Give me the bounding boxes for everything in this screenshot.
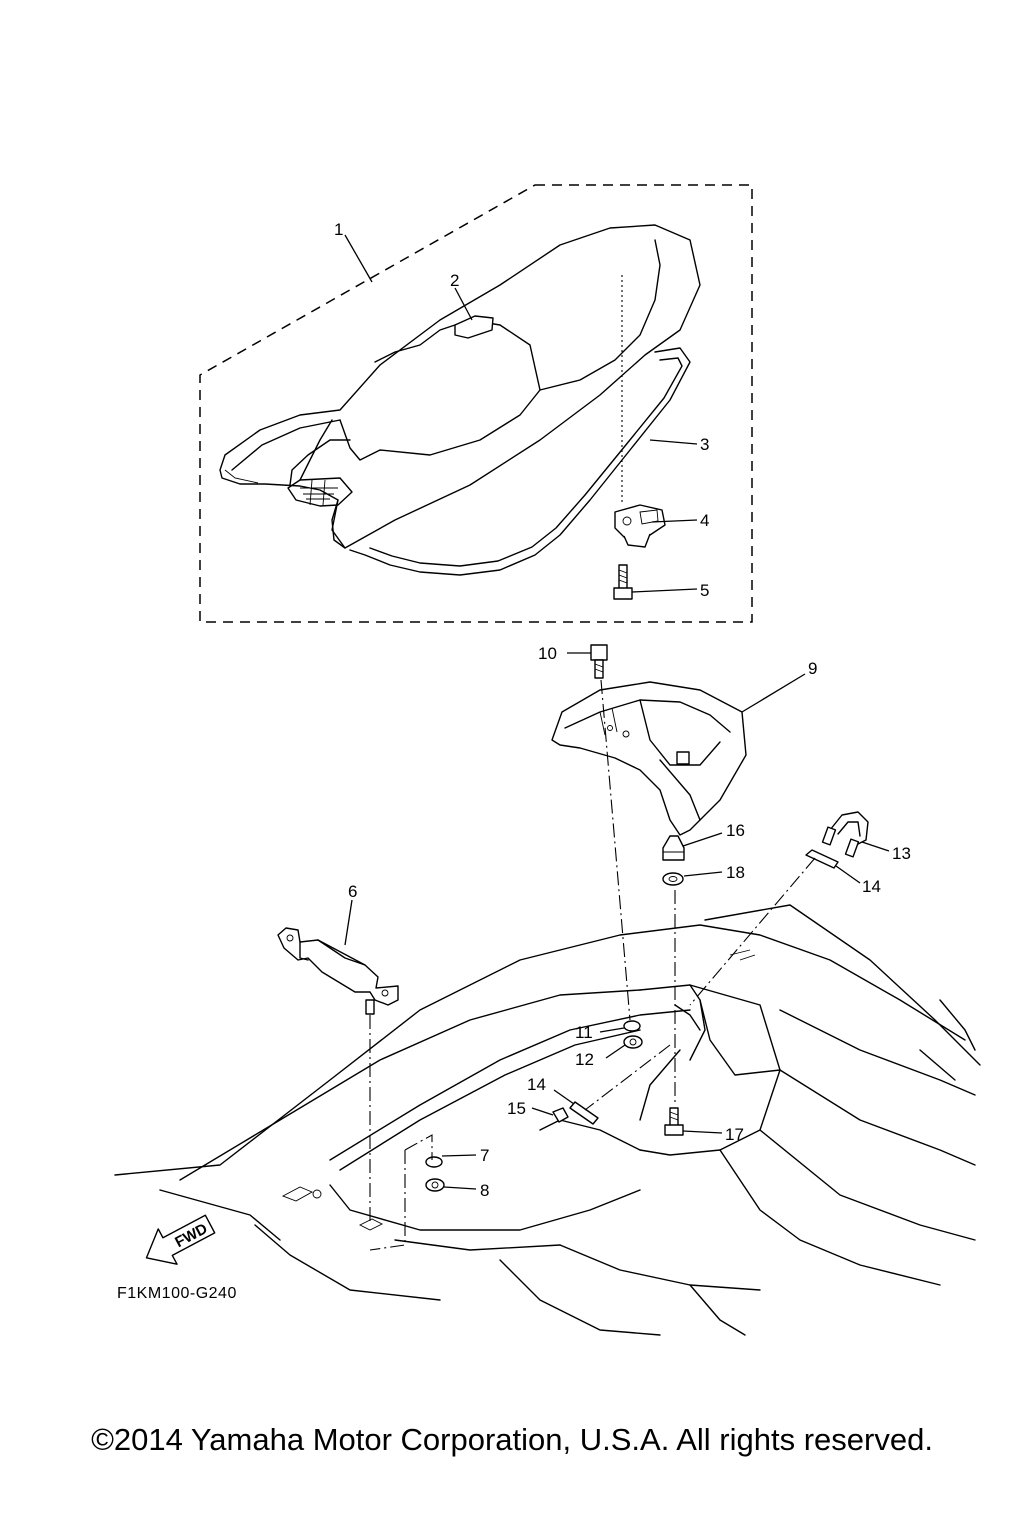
callout-3: 3 <box>700 435 709 454</box>
callout-9: 9 <box>808 659 817 678</box>
callout-4: 4 <box>700 511 709 530</box>
nut-12 <box>623 1035 643 1049</box>
callout-5: 5 <box>700 581 709 600</box>
callout-10: 10 <box>538 644 557 663</box>
bolt-17 <box>664 1107 684 1136</box>
callout-12: 12 <box>575 1050 594 1069</box>
seat-assembly-dashed-box <box>199 184 753 623</box>
bolt-10 <box>590 644 608 679</box>
nut-8 <box>425 1178 445 1192</box>
callout-6: 6 <box>348 882 357 901</box>
drawing-code: F1KM100-G240 <box>117 1285 237 1302</box>
callout-1: 1 <box>334 220 343 239</box>
callout-11: 11 <box>575 1023 593 1042</box>
callout-18: 18 <box>726 863 745 882</box>
seat-gasket <box>349 347 691 576</box>
hull-deck-drawing <box>114 904 981 1336</box>
callout-14-upper: 14 <box>862 877 881 896</box>
callout-16: 16 <box>726 821 745 840</box>
callout-8: 8 <box>480 1181 489 1200</box>
collar-7 <box>425 1156 443 1168</box>
callout-2: 2 <box>450 271 459 290</box>
washer-18 <box>662 872 684 886</box>
seat-lock-catch <box>614 504 666 548</box>
forward-arrow: FWD <box>145 1214 216 1265</box>
callout-7: 7 <box>480 1146 489 1165</box>
seat <box>219 224 701 549</box>
callout-labels: 1 2 3 4 5 10 9 16 13 18 14 6 11 12 14 15… <box>334 220 911 1200</box>
plate-14-lower <box>569 1101 599 1125</box>
callout-15: 15 <box>507 1099 526 1118</box>
callout-17: 17 <box>725 1125 744 1144</box>
assembly-lines <box>369 679 816 1251</box>
copyright-notice: ©2014 Yamaha Motor Corporation, U.S.A. A… <box>91 1422 933 1457</box>
collar-11 <box>623 1020 641 1032</box>
u-bolt-13 <box>821 811 869 858</box>
callout-13: 13 <box>892 844 911 863</box>
bolt-5 <box>613 564 633 600</box>
rubber-cap-16 <box>662 835 685 861</box>
seat-emblem <box>454 315 494 339</box>
seat-bracket <box>277 927 399 1015</box>
leader-lines <box>344 234 890 1190</box>
callout-14-lower: 14 <box>527 1075 546 1094</box>
plate-14-upper <box>805 849 839 869</box>
rear-seat-cover <box>551 681 747 836</box>
nut-15 <box>552 1107 569 1123</box>
